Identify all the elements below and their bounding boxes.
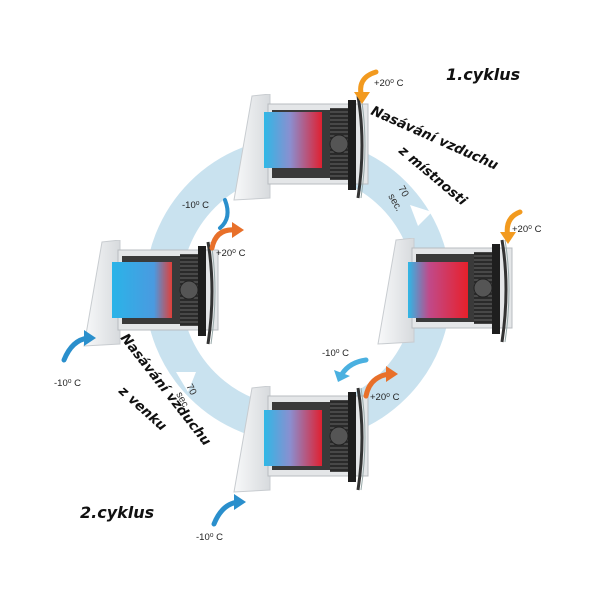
- temp-bottom-warm: +20⁰ C: [370, 392, 400, 403]
- arrow-bottom-warm-head: [386, 366, 398, 382]
- duration-1-value: 70: [395, 184, 410, 200]
- arrow-right-cold-head: [334, 370, 350, 382]
- temp-top-cold: -10⁰ C: [182, 200, 209, 211]
- ring-arrow-head-1: [410, 205, 432, 226]
- heat-exchanger-right: [408, 262, 468, 318]
- intake-room-line1: Nasávání vzduchu: [368, 103, 501, 174]
- arrow-top-warm-head: [354, 92, 370, 104]
- unit-left: [82, 240, 220, 348]
- arrow-bottom-cold-head: [234, 494, 246, 510]
- cycle-1-label: 1.cyklus: [446, 65, 520, 84]
- temp-bottom-cold: -10⁰ C: [196, 532, 223, 543]
- cycle-2-label: 2.cyklus: [80, 503, 154, 522]
- heat-exchanger-left: [112, 262, 172, 318]
- arrow-top-cold-out: [218, 198, 230, 230]
- arrow-left-warm-head: [232, 222, 244, 238]
- arrow-left-cold-head: [84, 330, 96, 346]
- arrow-right-cold-out: [339, 357, 369, 377]
- heat-exchanger-bottom: [264, 410, 322, 466]
- arrow-right-warm-head: [500, 232, 516, 244]
- ring-arrow-head-2: [176, 372, 196, 392]
- heat-exchanger-top: [264, 112, 322, 168]
- unit-bottom: [232, 386, 370, 494]
- temp-right-cold: -10⁰ C: [322, 348, 349, 359]
- unit-top: [232, 94, 370, 202]
- temp-left-warm: +20⁰ C: [216, 248, 246, 259]
- duration-2-value: 70: [183, 382, 198, 397]
- temp-right-warm: +20⁰ C: [512, 224, 542, 235]
- unit-right: [376, 238, 514, 346]
- temp-left-cold: -10⁰ C: [54, 378, 81, 389]
- temp-top-warm: +20⁰ C: [374, 78, 404, 89]
